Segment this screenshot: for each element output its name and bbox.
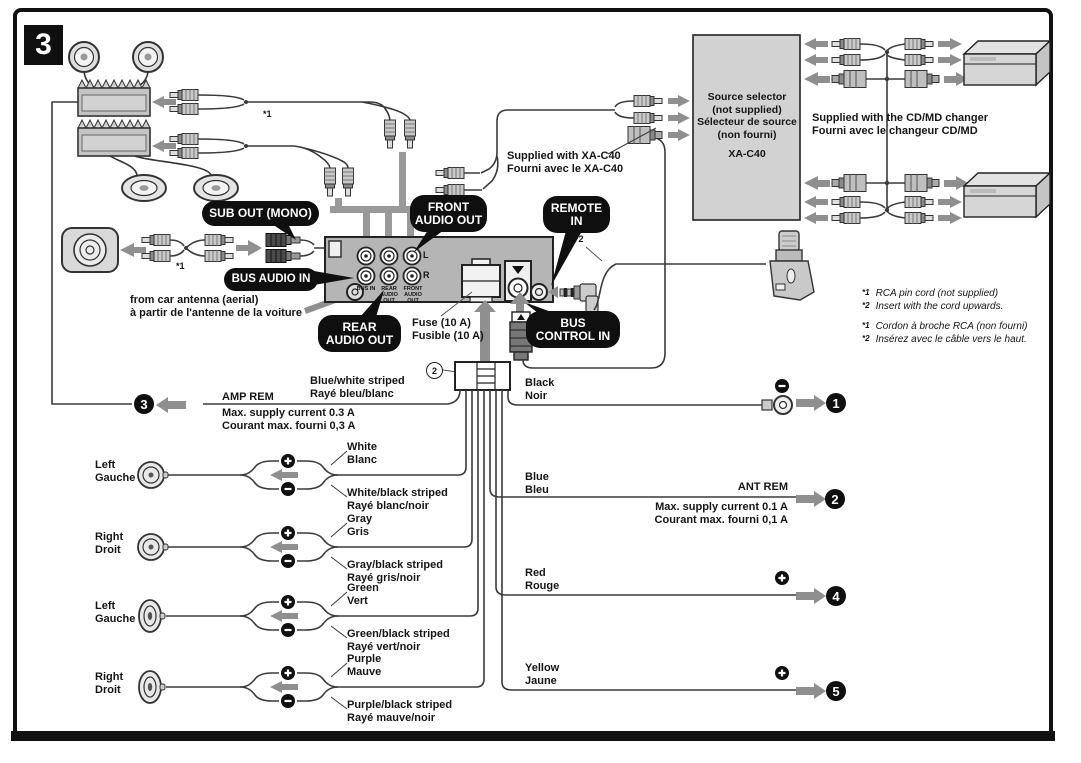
wire-label-row4-plus: Purple Mauve	[347, 653, 382, 678]
callout-bus-audio-in: BUS AUDIO IN	[224, 268, 318, 291]
speaker-pos-row1: Left Gauche	[95, 459, 136, 484]
source-selector-label: Source selector (not supplied) Sélecteur…	[694, 91, 800, 161]
yellow-wire-label: Yellow Jaune	[525, 662, 560, 687]
insert-arrows-front-jacks	[330, 152, 417, 250]
wire-label-row1-minus: White/black striped Rayé blanc/noir	[347, 487, 448, 512]
jack-label-front-audio-out: FRONT AUDIO OUT	[403, 286, 423, 304]
ant-rem-max-current: Max. supply current 0.1 A Courant max. f…	[654, 501, 788, 526]
target-circle-3: 3	[134, 394, 154, 414]
bus-socket	[504, 260, 532, 302]
wire-label-row4-minus: Purple/black striped Rayé mauve/noir	[347, 699, 453, 724]
wire-label-row3-plus: Green Vert	[347, 582, 379, 607]
fuse-label: Fuse (10 A) Fusible (10 A)	[412, 317, 484, 342]
harness-up-arrow	[474, 300, 496, 362]
rear-speaker-right	[193, 174, 239, 202]
callout-front-audio-out: FRONT AUDIO OUT	[410, 195, 487, 232]
sub-out-cord	[120, 232, 329, 264]
black-wire-label: Black Noir	[525, 377, 555, 402]
harness-connector	[454, 361, 511, 391]
callout-rear-audio-out: REAR AUDIO OUT	[318, 315, 401, 352]
amp-rem-max-current: Max. supply current 0.3 A Courant max. f…	[222, 407, 356, 432]
selector-input-plugs	[627, 95, 690, 145]
source-selector-model: XA-C40	[728, 148, 766, 160]
channel-label-r: R	[423, 270, 430, 280]
audio-out-jacks	[356, 246, 422, 286]
rca-cords-to-head-unit	[197, 94, 416, 197]
amplifier-2	[77, 118, 151, 157]
speaker-pos-row3: Left Gauche	[95, 600, 136, 625]
harness-wires	[203, 389, 796, 691]
changer-cords	[804, 38, 968, 224]
footnote-marker-1-sub: *1	[176, 261, 185, 271]
step-number-badge: 3	[24, 25, 63, 65]
bus-cord-to-selector	[522, 136, 666, 369]
target-circle-1: 1	[826, 393, 846, 413]
speaker-pos-row2: Right Droit	[95, 531, 124, 556]
remote-in-jack	[530, 283, 548, 301]
head-unit-rear-panel	[324, 236, 554, 303]
front-speaker-left-icon	[137, 461, 169, 489]
wire-label-row2-plus: Gray Gris	[347, 513, 373, 538]
wire-label-row3-minus: Green/black striped Rayé vert/noir	[347, 628, 450, 653]
target-arrows	[156, 395, 826, 699]
channel-label-l: L	[423, 250, 429, 260]
cd-md-changer-2	[962, 171, 1052, 219]
subwoofer	[61, 227, 119, 273]
amp-rem-label: AMP REM	[222, 391, 274, 403]
sub-out-jack	[328, 240, 342, 258]
rear-speaker-right-icon	[138, 670, 166, 704]
callout-sub-out: SUB OUT (MONO)	[202, 201, 319, 226]
amp-rem-wire-label: Blue/white striped Rayé bleu/blanc	[310, 375, 405, 400]
tweeter-right	[132, 41, 164, 73]
target-circle-4: 4	[826, 586, 846, 606]
rear-speaker-left-icon	[138, 599, 166, 633]
remote-plug-3-5mm	[548, 283, 599, 313]
source-selector-box	[692, 34, 801, 221]
callout-bus-control-in: BUS CONTROL IN	[526, 311, 620, 348]
antenna-note: from car antenna (aerial) à partir de l'…	[130, 294, 302, 319]
antenna-jack	[346, 283, 364, 301]
jack-label-rear-audio-out: REAR AUDIO OUT	[380, 286, 398, 304]
speaker-row-graphics	[166, 450, 348, 710]
ant-rem-label: ANT REM	[737, 481, 788, 493]
amplifier-1	[77, 78, 151, 117]
fuse-holder	[461, 258, 501, 303]
target-circle-2: 2	[825, 489, 845, 509]
connector-ref-circle: 2	[426, 362, 443, 379]
callout-tails	[272, 224, 582, 317]
cd-md-changer-1	[962, 39, 1052, 87]
rear-speaker-left	[121, 174, 167, 202]
footnote-marker-1-amp: *1	[263, 109, 272, 119]
amp1-rca-pair	[152, 89, 199, 115]
red-wire-label: Red Rouge	[525, 567, 560, 592]
changer-note: Supplied with the CD/MD changer Fourni a…	[812, 112, 989, 137]
footnote-marker-2-remote: *2	[575, 234, 584, 244]
page-border	[11, 8, 1055, 741]
wire-label-row2-minus: Gray/black striped Rayé gris/noir	[347, 559, 443, 584]
callout-remote-in: REMOTE IN	[543, 196, 610, 233]
tweeter-left	[68, 41, 100, 73]
target-circle-5: 5	[826, 681, 846, 701]
xa-c40-note: Supplied with XA-C40 Fourni avec le XA-C…	[507, 150, 624, 175]
remote-cord	[593, 263, 766, 311]
row-arrows	[270, 469, 298, 693]
speaker-pos-row4: Right Droit	[95, 671, 124, 696]
ground-ring-terminal	[761, 395, 793, 415]
wire-label-row1-plus: White Blanc	[347, 441, 377, 466]
jack-label-bus-in: BUS IN	[356, 286, 376, 292]
amp2-rca-pair	[152, 133, 199, 159]
rotary-commander	[769, 230, 815, 301]
amp-rem-wire-left	[51, 101, 132, 405]
front-speaker-right-icon	[137, 533, 169, 561]
xa-c40-cords	[464, 100, 657, 191]
blue-wire-label: Blue Bleu	[525, 471, 549, 496]
